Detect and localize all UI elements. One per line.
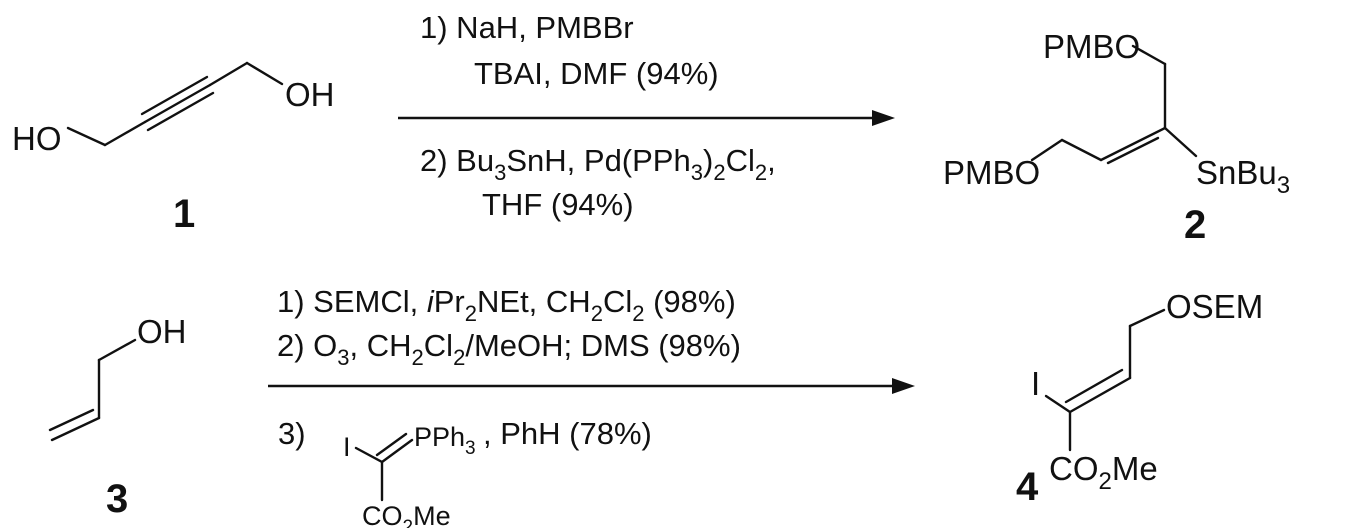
c2-bond <box>1163 126 1198 158</box>
r2-step3-suffix: , PhH (78%) <box>483 416 652 451</box>
compound-1: HO OH 1 <box>12 61 335 236</box>
r1-arrowhead <box>872 110 895 126</box>
c2-number: 2 <box>1184 203 1206 247</box>
ylide-pph-label: PPh3 <box>414 422 476 459</box>
r2-ylide-reagent: I PPh3 CO2Me <box>343 422 476 528</box>
c2-double-bond <box>1099 126 1167 162</box>
r2-step3-prefix: 3) <box>278 416 306 451</box>
c4-number: 4 <box>1016 465 1039 509</box>
ylide-iodo-label: I <box>343 432 351 462</box>
r1-step1-line2: TBAI, DMF (94%) <box>474 56 719 91</box>
r2-arrowhead <box>892 378 915 394</box>
c4-ester-label: CO2Me <box>1049 450 1158 495</box>
c4-double-bond <box>1068 376 1132 414</box>
r1-step2-line2: THF (94%) <box>482 187 634 222</box>
c2-sn-label: SnBu3 <box>1196 154 1290 199</box>
c1-bond <box>66 126 107 147</box>
ylide-bond <box>354 446 384 464</box>
c4-double-bond <box>1064 368 1124 404</box>
compound-2: PMBO PMBO SnBu3 2 <box>943 28 1290 247</box>
c1-ho-label: HO <box>12 120 62 157</box>
c2-bond <box>1060 138 1103 162</box>
c1-number: 1 <box>173 192 195 236</box>
ylide-double-bond <box>375 432 408 457</box>
c3-double-bond <box>48 408 95 432</box>
c1-bond <box>103 120 147 147</box>
c4-iodo-label: I <box>1031 365 1040 402</box>
c3-oh-label: OH <box>137 313 187 350</box>
c2-pmbo-left-label: PMBO <box>943 154 1040 191</box>
c2-pmbo-top-label: PMBO <box>1043 28 1140 65</box>
c1-triple-bond <box>146 91 215 132</box>
c2-bond <box>1131 44 1167 66</box>
c2-double-bond <box>1106 136 1160 165</box>
c3-double-bond <box>50 416 101 442</box>
c4-osem-label: OSEM <box>1166 288 1263 325</box>
c1-bond <box>208 61 249 87</box>
c1-triple-bond <box>140 75 209 116</box>
r1-step2-line1: 2) Bu3SnH, Pd(PPh3)2Cl2, <box>420 143 776 185</box>
c2-bond <box>1030 138 1064 162</box>
reaction-1: 1) NaH, PMBBr TBAI, DMF (94%) 2) Bu3SnH,… <box>398 10 895 222</box>
c1-bond <box>245 61 284 86</box>
c4-bond <box>1128 308 1166 328</box>
compound-4: OSEM I CO2Me 4 <box>1016 288 1263 509</box>
compound-3: OH 3 <box>48 313 187 521</box>
r2-step2: 2) O3, CH2Cl2/MeOH; DMS (98%) <box>277 328 741 370</box>
c3-bond <box>97 338 137 362</box>
c4-bond <box>1044 394 1072 414</box>
c1-triple-bond <box>143 83 212 124</box>
r2-step1: 1) SEMCl, iPr2NEt, CH2Cl2 (98%) <box>277 284 736 326</box>
reaction-2: 1) SEMCl, iPr2NEt, CH2Cl2 (98%) 2) O3, C… <box>268 284 915 528</box>
c3-number: 3 <box>106 477 128 521</box>
ylide-double-bond <box>380 438 414 464</box>
r1-step1-line1: 1) NaH, PMBBr <box>420 10 634 45</box>
c1-oh-label: OH <box>285 76 335 113</box>
ylide-ester-label: CO2Me <box>362 501 451 528</box>
